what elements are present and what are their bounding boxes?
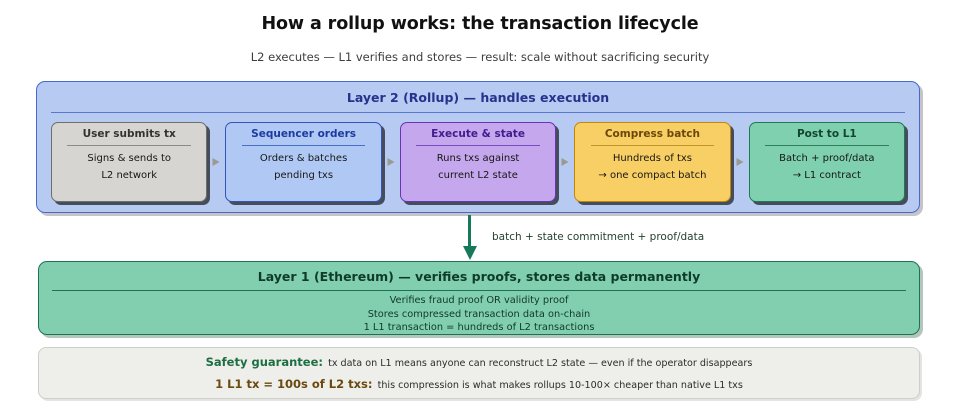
step-title: Sequencer orders [251, 128, 357, 140]
footer-key: 1 L1 tx = 100s of L2 txs: [215, 377, 373, 391]
step-title: Compress batch [604, 128, 700, 140]
step-title: User submits tx [82, 128, 176, 140]
connector-label: batch + state commitment + proof/data [492, 231, 705, 243]
layer1-line-3: 1 L1 transaction = hundreds of L2 transa… [363, 322, 595, 333]
page-subtitle: L2 executes — L1 verifies and stores — r… [250, 50, 710, 64]
step-divider [241, 145, 366, 147]
step-line-1: Batch + proof/data [779, 153, 875, 165]
layer1-body: Verifies fraud proof OR validity proof S… [39, 294, 919, 335]
flow-arrow-icon [382, 122, 400, 202]
layer2-divider [51, 112, 905, 114]
step-divider [765, 145, 889, 147]
footer-row-safety: Safety guarantee: tx data on L1 means an… [39, 351, 919, 373]
down-arrow-icon [462, 215, 478, 261]
footer-value: this compression is what makes rollups 1… [377, 380, 743, 391]
footer-key: Safety guarantee: [205, 355, 323, 369]
footer-notes: Safety guarantee: tx data on L1 means an… [38, 347, 920, 399]
step-line-1: Signs & sends to [87, 153, 172, 165]
layer1-title: Layer 1 (Ethereum) — verifies proofs, st… [257, 269, 701, 284]
step-user-submits-tx[interactable]: User submits tx Signs & sends to L2 netw… [51, 122, 208, 202]
layer1-divider [52, 290, 906, 292]
footer-row-compression: 1 L1 tx = 100s of L2 txs: this compressi… [39, 373, 919, 395]
step-line-1: Orders & batches [259, 153, 348, 165]
footer-value: tx data on L1 means anyone can reconstru… [328, 358, 753, 369]
step-line-1: Runs txs against [436, 153, 520, 165]
flow-arrow-icon [556, 122, 574, 202]
step-line-2: L2 network [101, 170, 158, 182]
step-divider [67, 145, 191, 147]
step-execute-and-state[interactable]: Execute & state Runs txs against current… [399, 122, 557, 202]
layer1-line-1: Verifies fraud proof OR validity proof [389, 295, 569, 306]
step-title: Post to L1 [796, 128, 857, 140]
step-sequencer-orders[interactable]: Sequencer orders Orders & batches pendin… [225, 122, 382, 202]
step-line-2: → one compact batch [598, 170, 707, 182]
step-divider [590, 145, 715, 147]
step-line-2: current L2 state [438, 170, 518, 182]
step-divider [416, 145, 540, 147]
flow-arrow-icon [731, 122, 749, 202]
page-title: How a rollup works: the transaction life… [261, 14, 699, 34]
arrow-head [462, 246, 477, 260]
arrow-shaft [468, 215, 472, 249]
step-line-2: → L1 contract [792, 170, 861, 182]
step-title: Execute & state [431, 128, 525, 140]
step-compress-batch[interactable]: Compress batch Hundreds of txs → one com… [574, 122, 731, 202]
layer1-panel: Layer 1 (Ethereum) — verifies proofs, st… [38, 261, 920, 335]
flow-arrow-icon [207, 122, 225, 202]
step-line-1: Hundreds of txs [612, 153, 693, 165]
step-line-2: pending txs [274, 170, 334, 182]
layer2-title: Layer 2 (Rollup) — handles execution [346, 90, 610, 105]
layer2-panel: Layer 2 (Rollup) — handles execution Use… [36, 81, 920, 213]
step-post-to-l1[interactable]: Post to L1 Batch + proof/data → L1 contr… [748, 122, 906, 202]
layer1-line-2: Stores compressed transaction data on-ch… [367, 308, 591, 320]
layer2-step-row: User submits tx Signs & sends to L2 netw… [51, 122, 906, 202]
